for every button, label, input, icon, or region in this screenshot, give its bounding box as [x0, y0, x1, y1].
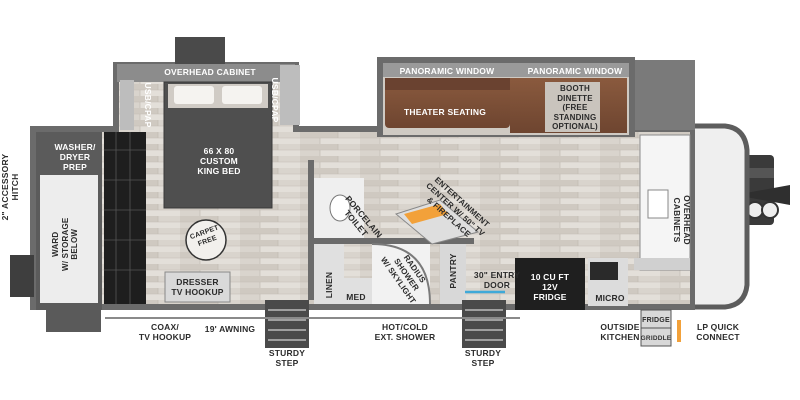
king-bed-label: 66 X 80 CUSTOM KING BED [197, 146, 241, 176]
front-cap [687, 123, 750, 310]
lp-quick-connect-label: LP QUICK CONNECT [696, 322, 740, 342]
panoramic-window-2-label: PANORAMIC WINDOW [527, 66, 623, 76]
kitchen-counter [634, 134, 691, 271]
rear-bumper [46, 310, 101, 332]
booth-dinette-label: BOOTH DINETTE (FREE STANDING OPTIONAL) [552, 84, 598, 131]
outside-fridge-label: FRIDGE [642, 317, 670, 324]
rear-wardrobe [10, 132, 146, 310]
outside-kitchen-unit [640, 309, 681, 347]
micro-label: MICRO [595, 293, 625, 303]
fridge-label: 10 CU FT 12V FRIDGE [530, 272, 570, 302]
washer-dryer-label: WASHER/ DRYER PREP [54, 142, 96, 172]
dresser-label: DRESSER TV HOOKUP [171, 277, 224, 297]
king-bed [163, 81, 273, 209]
carpet-free-badge [185, 219, 227, 261]
cooktop [590, 262, 618, 280]
accessory-hitch-label: 2" ACCESSORY HITCH [0, 153, 20, 221]
coax-label: COAX/ TV HOOKUP [138, 322, 192, 342]
linen-label: LINEN [324, 271, 334, 299]
outside-kitchen-label: OUTSIDE KITCHEN [600, 322, 640, 342]
hot-cold-shower-label: HOT/COLD EXT. SHOWER [374, 322, 436, 342]
overhead-cabinets-label: OVERHEAD CABINETS [672, 195, 692, 245]
theater-seating-label: THEATER SEATING [403, 107, 487, 117]
bathroom [308, 160, 474, 305]
sturdy-step-2-label: STURDY STEP [464, 348, 502, 368]
overhead-cabinet-label: OVERHEAD CABINET [164, 67, 256, 77]
dresser [164, 271, 231, 303]
outside-griddle-label: GRIDDLE [640, 335, 672, 342]
usb-cpap-left-label: USB/CPAP [143, 82, 153, 128]
living-slide [377, 57, 695, 137]
pantry-label: PANTRY [448, 253, 458, 289]
entry-door-label: 30" ENTRY DOOR [473, 270, 521, 290]
entertainment-center [394, 199, 480, 245]
sturdy-step-1-label: STURDY STEP [268, 348, 306, 368]
step-left [265, 300, 309, 348]
med-label: MED [346, 292, 366, 302]
ward-storage-label: WARD W/ STORAGE BELOW [50, 217, 79, 271]
usb-cpap-right-label: USB/CPAP [270, 77, 280, 123]
panoramic-window-1-label: PANORAMIC WINDOW [399, 66, 495, 76]
fridge [515, 258, 585, 310]
step-right [462, 300, 506, 348]
awning-label: 19' AWNING [204, 324, 256, 334]
